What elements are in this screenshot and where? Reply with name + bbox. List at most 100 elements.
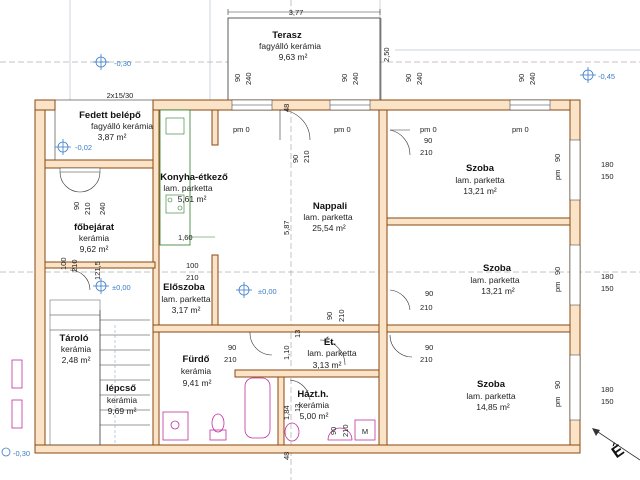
- dim-90-szoba3: 90: [553, 381, 562, 389]
- hazth-name: Házt.h.: [297, 389, 328, 400]
- level-bottom-left: -0,30: [13, 449, 30, 458]
- dim-150-w2: 150: [601, 284, 614, 293]
- level-labels: -0,30 -0,02 -0,45 ±0,00 ±0,00 -0,30: [13, 59, 615, 458]
- terasz-material: fagyálló kerámia: [259, 41, 321, 51]
- dim-13-b: 13: [293, 404, 302, 412]
- dim-90-t1: 90: [233, 74, 242, 82]
- dim-48: 48: [282, 104, 291, 112]
- dim-90-hazth: 90: [329, 427, 338, 435]
- dim-terasz-depth: 2,50: [382, 47, 391, 62]
- dim-210-nappali: 210: [302, 150, 311, 163]
- konyha-material: lam. parketta: [163, 183, 212, 193]
- m-label: M: [362, 427, 368, 436]
- bathroom-fixtures: [11, 359, 376, 442]
- et-area: 3,13 m²: [313, 360, 342, 370]
- konyha-area: 5,61 m²: [178, 194, 207, 204]
- dim-100-eloszoba: 100: [186, 261, 199, 270]
- dim-90-furdo: 90: [228, 343, 236, 352]
- dim-210-door1: 210: [420, 148, 433, 157]
- level-right: -0,45: [598, 72, 615, 81]
- dim-90-fobejarat: 90: [72, 202, 81, 210]
- dimension-labels: 3,77 2,50 2x15/30 5,87 1,84 1,10 121,5 1…: [59, 8, 614, 460]
- kitchen-counter: [159, 109, 215, 246]
- szoba2-material: lam. parketta: [470, 275, 519, 285]
- dim-184: 1,84: [282, 405, 291, 420]
- stairs: [49, 299, 150, 446]
- dim-90-t4: 90: [517, 74, 526, 82]
- dim-top-width: 3,77: [289, 8, 304, 17]
- north-arrow: É: [592, 428, 640, 462]
- dim-90-door3: 90: [425, 343, 433, 352]
- szoba1-area: 13,21 m²: [463, 186, 497, 196]
- dim-90-t3: 90: [404, 74, 413, 82]
- terrace: [227, 9, 382, 111]
- dim-210-hazth: 210: [341, 424, 350, 437]
- dim-90-szoba1: 90: [553, 154, 562, 162]
- dim-110: 1,10: [282, 345, 291, 360]
- szoba3-area: 14,85 m²: [476, 402, 510, 412]
- north-label: É: [608, 440, 628, 462]
- dim-240-t4: 240: [528, 72, 537, 85]
- dim-240-fobejarat: 240: [98, 202, 107, 215]
- lepcso-name: lépcső: [106, 383, 136, 394]
- tarolo-name: Tároló: [59, 333, 88, 344]
- dim-90-szoba2: 90: [553, 267, 562, 275]
- eloszoba-material: lam. parketta: [161, 294, 210, 304]
- level-entrance: -0,02: [75, 143, 92, 152]
- pm-szoba2: pm: [553, 282, 562, 292]
- room-labels: Terasz fagyálló kerámia 9,63 m² Fedett b…: [59, 30, 519, 436]
- fobejarat-name: főbejárat: [74, 222, 115, 233]
- fobejarat-area: 9,62 m²: [80, 244, 109, 254]
- level-markers: [1, 54, 596, 457]
- dim-100-tarolo: 100: [59, 257, 68, 270]
- dim-150-w3: 150: [601, 397, 614, 406]
- terasz-area: 9,63 m²: [279, 52, 308, 62]
- doors: [59, 109, 413, 401]
- pm0-1: pm 0: [233, 125, 250, 134]
- windows: [231, 99, 581, 421]
- level-eloszoba: ±0,00: [258, 287, 277, 296]
- szoba2-name: Szoba: [483, 263, 512, 274]
- nappali-material: lam. parketta: [303, 212, 352, 222]
- tarolo-material: kerámia: [61, 344, 92, 354]
- pm0-3: pm 0: [420, 125, 437, 134]
- szoba3-material: lam. parketta: [466, 391, 515, 401]
- eloszoba-area: 3,17 m²: [172, 305, 201, 315]
- dim-180-w3: 180: [601, 385, 614, 394]
- furdo-name: Fürdő: [183, 354, 210, 365]
- dim-90-et: 90: [325, 312, 334, 320]
- dim-210-door2: 210: [420, 303, 433, 312]
- level-fobejarat: ±0,00: [112, 283, 131, 292]
- et-material: lam. parketta: [307, 348, 356, 358]
- szoba3-name: Szoba: [477, 379, 506, 390]
- hazth-area: 5,00 m²: [300, 411, 329, 421]
- lepcso-area: 9,69 m²: [108, 406, 137, 416]
- szoba1-name: Szoba: [466, 163, 495, 174]
- dim-210-et: 210: [337, 309, 346, 322]
- dim-150-w1: 150: [601, 172, 614, 181]
- dim-48-bottom: 48: [282, 452, 291, 460]
- konyha-name: Konyha-étkező: [160, 172, 228, 183]
- furdo-material: kerámia: [181, 366, 212, 376]
- dim-90-door2: 90: [425, 289, 433, 298]
- dim-90-door1: 90: [424, 136, 432, 145]
- et-name: Ét.: [324, 337, 336, 348]
- dim-210-tarolo: 210: [70, 259, 79, 272]
- dim-210-door3: 210: [420, 355, 433, 364]
- dim-13-a: 13: [293, 330, 302, 338]
- szoba2-area: 13,21 m²: [481, 286, 515, 296]
- fedett-area: 3,87 m²: [98, 132, 127, 142]
- pm-szoba1: pm: [553, 170, 562, 180]
- dim-121: 121,5: [93, 261, 102, 280]
- terasz-name: Terasz: [272, 30, 302, 41]
- covered-entrance: [54, 99, 154, 161]
- fobejarat-material: kerámia: [79, 233, 110, 243]
- dim-240-t3: 240: [415, 72, 424, 85]
- dim-240-t2: 240: [351, 72, 360, 85]
- pm0-2: pm 0: [334, 125, 351, 134]
- eloszoba-name: Előszoba: [163, 282, 205, 293]
- fedett-material: fagyálló kerámia: [91, 121, 153, 131]
- nappali-area: 25,54 m²: [312, 223, 346, 233]
- dim-160: 1,60: [178, 233, 193, 242]
